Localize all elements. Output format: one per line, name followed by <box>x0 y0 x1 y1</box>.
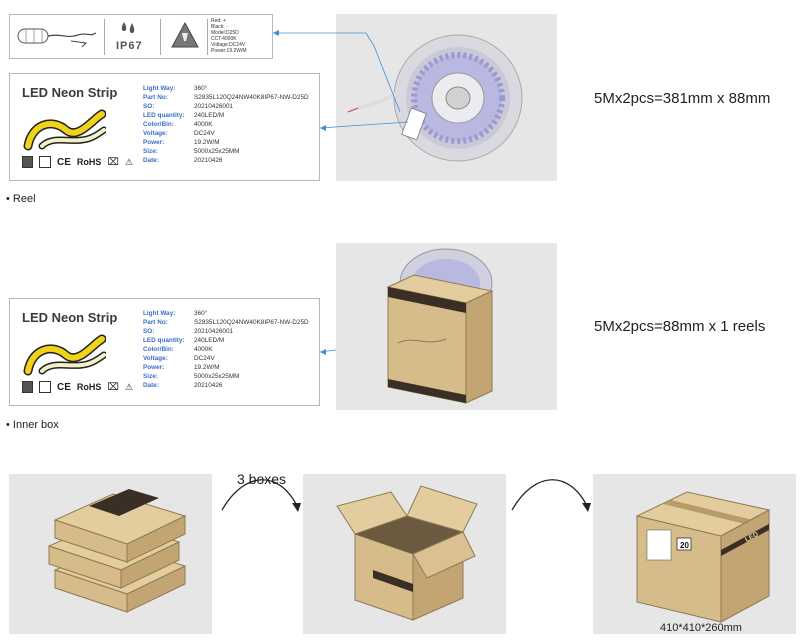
inner-box-illustration <box>386 248 494 404</box>
spec-value: 5000x25x25MM <box>194 148 240 155</box>
stacked-boxes-illustration <box>47 489 187 613</box>
tag-line: Model:D25D <box>211 30 239 36</box>
inner-box-label: LED Neon Strip CE RoHS ⌧ ⚠ Light Way: 36… <box>9 298 320 406</box>
tag-line: Red: + <box>211 18 226 24</box>
spec-value: 240LED/M <box>194 337 225 344</box>
product-tag: IP67 Red: + Black: - Model:D25D CCT:4000… <box>9 14 273 59</box>
inner-bullet: • Inner box <box>6 419 59 431</box>
strip-sketch-icon <box>17 28 97 48</box>
spec-key: Size: <box>143 373 158 380</box>
bullet-dot-icon: • <box>6 193 10 205</box>
spec-value: 4000K <box>194 346 213 353</box>
reel-photo <box>336 14 557 181</box>
spec-key: SO: <box>143 103 155 110</box>
ip-box-icon <box>39 381 51 393</box>
spec-key: Light Way: <box>143 310 176 317</box>
spec-value: 240LED/M <box>194 112 225 119</box>
spec-value: 20210426001 <box>194 103 234 110</box>
spec-value: 360° <box>194 85 208 92</box>
sealed-carton-photo: 20 LED <box>593 474 796 634</box>
spec-value: 20210426 <box>194 157 223 164</box>
tag-divider <box>104 19 105 55</box>
ce-mark: CE <box>57 156 71 168</box>
esd-small-icon: ⚠ <box>124 156 134 167</box>
open-carton-illustration <box>336 485 478 621</box>
spec-value: 19.2W/M <box>194 139 220 146</box>
ce-mark: CE <box>57 381 71 393</box>
spec-value: 19.2W/M <box>194 364 220 371</box>
book-icon <box>22 381 33 393</box>
spec-value: 20210426 <box>194 382 223 389</box>
spec-key: Date: <box>143 382 159 389</box>
reel-bullet-label: Reel <box>12 193 36 205</box>
three-boxes-label: 3 boxes <box>237 471 287 487</box>
reel-dimension-text: 5Mx2pcs=381mm x 88mm <box>594 90 771 107</box>
sealed-carton-illustration <box>635 491 771 623</box>
neon-strip-icon <box>23 334 106 376</box>
open-carton-photo <box>303 474 506 634</box>
spec-key: SO: <box>143 328 155 335</box>
weee-bin-icon: ⌧ <box>107 156 119 168</box>
spec-key: Color/Bin: <box>143 121 174 128</box>
rohs-mark: RoHS <box>76 157 102 167</box>
book-icon <box>22 156 33 168</box>
spec-value: S2835L120Q24NW40K8IP67-NW-D25D <box>194 319 309 326</box>
neon-strip-icon <box>23 109 106 151</box>
inner-bullet-label: Inner box <box>12 419 59 431</box>
tag-line: Voltage:DC24V <box>211 42 246 48</box>
spec-key: Size: <box>143 148 158 155</box>
spec-value: DC24V <box>194 355 215 362</box>
spec-value: 5000x25x25MM <box>194 373 240 380</box>
spec-key: Light Way: <box>143 85 176 92</box>
spec-key: Voltage: <box>143 355 168 362</box>
spec-key: Power: <box>143 364 165 371</box>
spec-value: 20210426001 <box>194 328 234 335</box>
spec-value: DC24V <box>194 130 215 137</box>
tag-line: Black: - <box>211 24 228 30</box>
spec-key: LED quantity: <box>143 112 185 119</box>
spec-key: Power: <box>143 139 165 146</box>
rohs-mark: RoHS <box>76 382 102 392</box>
inner-box-photo <box>336 243 557 410</box>
spec-key: Voltage: <box>143 130 168 137</box>
carton-count: 20 <box>680 541 689 550</box>
ip-rating: IP67 <box>116 40 143 52</box>
spec-key: Part No: <box>143 319 168 326</box>
esd-warning-icon <box>171 21 199 48</box>
spec-key: Date: <box>143 157 159 164</box>
ip-box-icon <box>39 156 51 168</box>
reel-bullet: • Reel <box>6 193 36 205</box>
tag-line: CCT:4000K <box>211 36 237 42</box>
reel-label: LED Neon Strip CE RoHS ⌧ ⚠ Light Way: 36… <box>9 73 320 181</box>
cert-row: CE RoHS ⌧ ⚠ <box>22 381 133 393</box>
bullet-dot-icon: • <box>6 419 10 431</box>
stacked-boxes-photo <box>9 474 212 634</box>
waterdrop-icon <box>121 22 135 33</box>
spec-key: Part No: <box>143 94 168 101</box>
weee-bin-icon: ⌧ <box>107 381 119 393</box>
label-title: LED Neon Strip <box>22 85 118 100</box>
inner-dimension-text: 5Mx2pcs=88mm x 1 reels <box>594 318 766 335</box>
spec-value: 360° <box>194 310 208 317</box>
tag-lines: Red: + Black: - Model:D25D CCT:4000K Vol… <box>211 18 247 54</box>
cert-row: CE RoHS ⌧ ⚠ <box>22 156 133 168</box>
tag-divider <box>160 19 161 55</box>
reel-illustration <box>347 34 523 162</box>
spec-key: LED quantity: <box>143 337 185 344</box>
tag-line: Power:19.2W/M <box>211 48 247 54</box>
esd-small-icon: ⚠ <box>124 381 134 392</box>
spec-key: Color/Bin: <box>143 346 174 353</box>
label-title: LED Neon Strip <box>22 310 118 325</box>
spec-value: 4000K <box>194 121 213 128</box>
carton-size-text: 410*410*260mm <box>660 622 742 634</box>
spec-value: S2835L120Q24NW40K8IP67-NW-D25D <box>194 94 309 101</box>
tag-divider <box>207 19 208 55</box>
